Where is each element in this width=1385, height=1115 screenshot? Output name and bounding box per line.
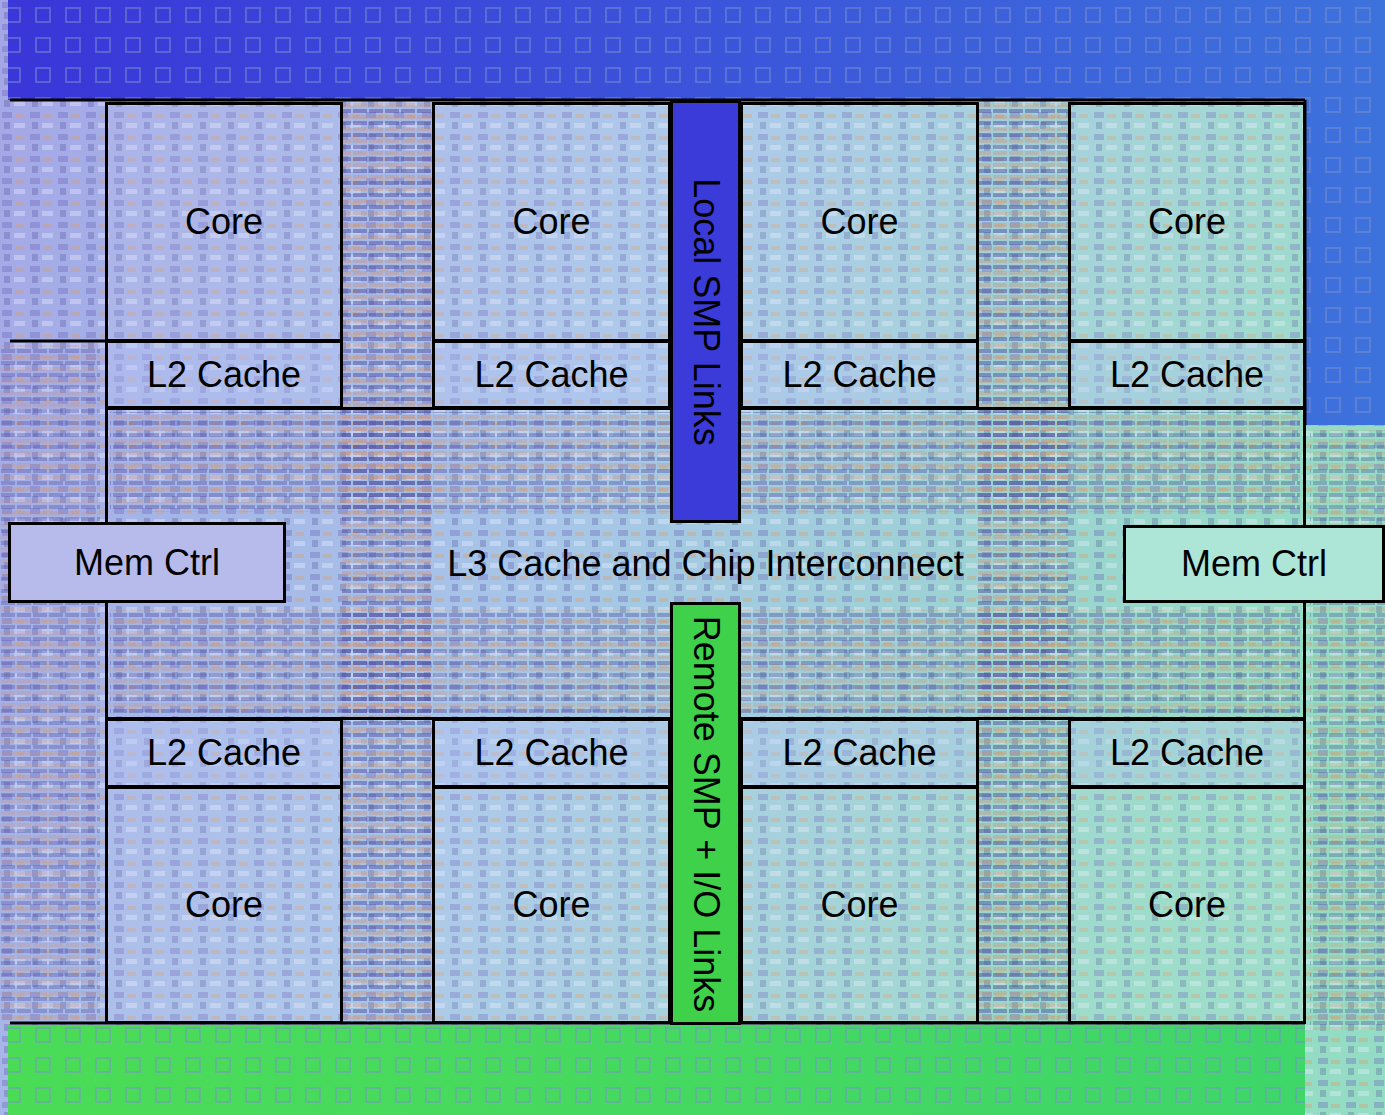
block-label: Core [185,201,263,242]
block-label: L2 Cache [782,732,936,773]
smp-link-band: Local SMP Links [670,100,741,523]
core-box: Core [740,102,979,342]
core-box: Core [1068,786,1306,1024]
block-label: L2 Cache [1110,354,1264,395]
core-box: Core [105,102,343,342]
block-label: L2 Cache [147,354,301,395]
block-label: L3 Cache and Chip Interconnect [447,543,963,584]
core-box: Core [1068,102,1306,342]
block-label: Core [820,201,898,242]
cache-box: L2 Cache [740,718,979,788]
cache-box: L2 Cache [432,718,671,788]
block-label: Core [512,884,590,925]
block-label: Core [1148,201,1226,242]
memory-controller-box: Mem Ctrl [8,522,286,603]
core-box: Core [740,786,979,1024]
block-label: L2 Cache [1110,732,1264,773]
cache-box: L2 Cache [740,340,979,409]
block-label: L2 Cache [474,732,628,773]
block-label: L2 Cache [474,354,628,395]
block-label: Core [1148,884,1226,925]
core-box: Core [432,102,671,342]
core-box: Core [432,786,671,1024]
block-label: L2 Cache [147,732,301,773]
cache-box: L2 Cache [1068,718,1306,788]
memory-controller-box: Mem Ctrl [1123,525,1385,603]
cache-box: L2 Cache [105,718,343,788]
vertical-label: Remote SMP + I/O Links [685,615,726,1012]
cache-box: L2 Cache [105,340,343,409]
core-box: Core [105,786,343,1024]
block-label: L2 Cache [782,354,936,395]
block-label: Mem Ctrl [1181,543,1327,584]
vertical-label: Local SMP Links [685,178,726,445]
block-label: Core [820,884,898,925]
cache-box: L2 Cache [1068,340,1306,409]
block-label: Mem Ctrl [74,542,220,583]
block-label: Core [185,884,263,925]
io-link-band: Remote SMP + I/O Links [670,602,741,1025]
block-label: Core [512,201,590,242]
cache-box: L2 Cache [432,340,671,409]
